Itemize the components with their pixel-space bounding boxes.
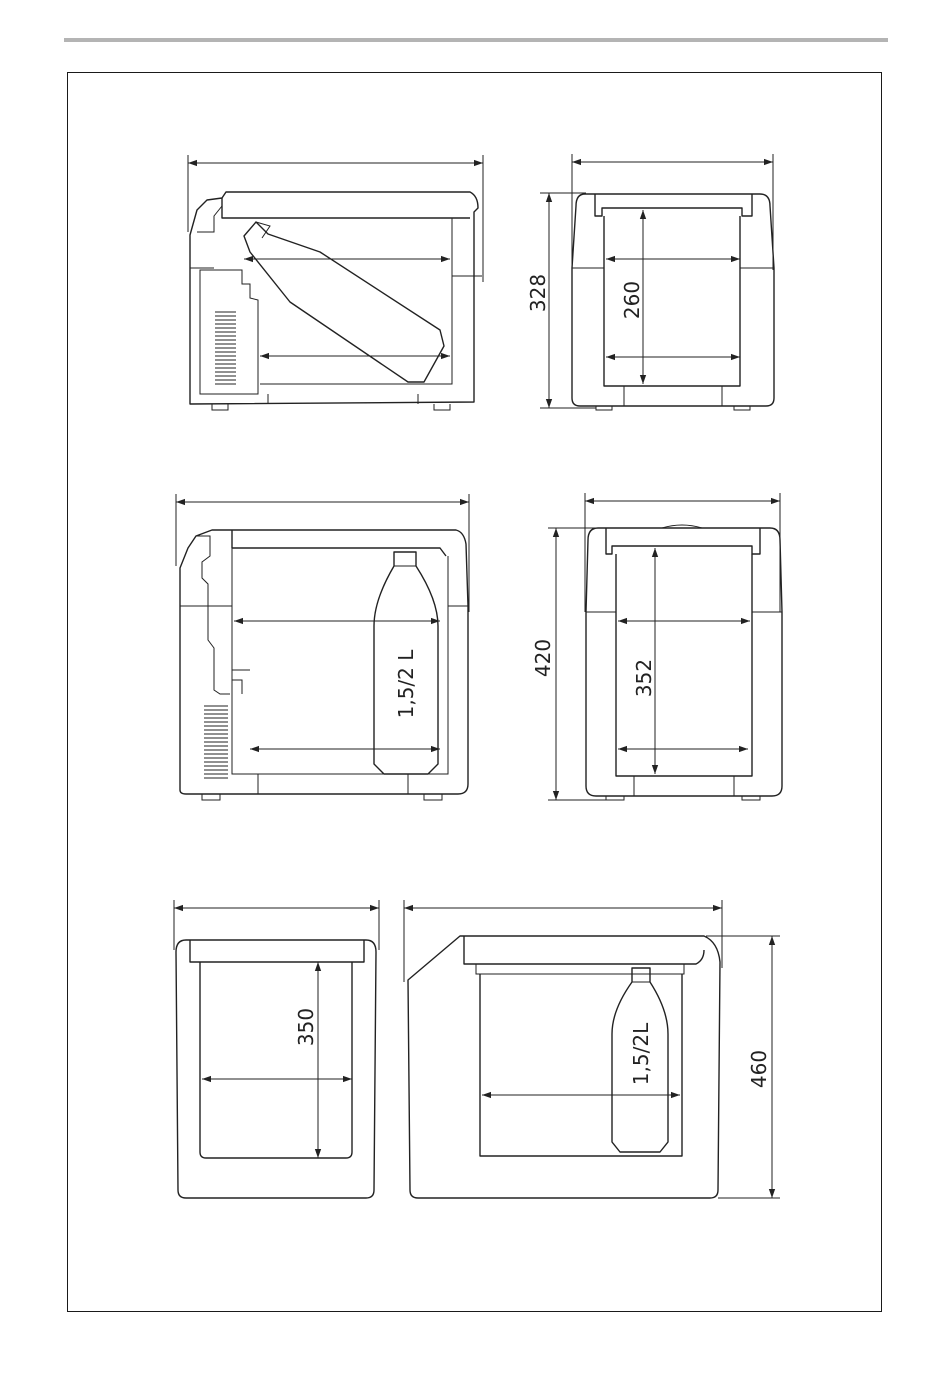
medium-front-view: 420 352	[531, 493, 782, 800]
medium-front-height-label: 420	[531, 639, 555, 677]
small-front-view: 328 260	[526, 154, 774, 410]
vent-grille	[204, 706, 228, 778]
small-front-height-label: 328	[526, 274, 550, 312]
bottle-lying	[244, 222, 444, 382]
small-side-view	[188, 155, 483, 410]
large-bottle-label: 1,5/2L	[629, 1022, 653, 1085]
large-side-height-label: 460	[747, 1050, 771, 1088]
large-side-view: 1,5/2L 460	[404, 900, 780, 1198]
medium-front-inner-height-label: 352	[632, 659, 656, 697]
bottle-standing: 1,5/2L	[612, 968, 668, 1152]
small-front-inner-height-label: 260	[620, 281, 644, 319]
medium-side-view: 1,5/2 L	[176, 494, 469, 800]
vent-grille	[215, 312, 236, 384]
medium-bottle-label: 1,5/2 L	[394, 649, 418, 719]
large-front-inner-height-label: 350	[294, 1008, 318, 1046]
bottle-standing: 1,5/2 L	[374, 552, 438, 774]
large-front-view: 350	[174, 900, 379, 1198]
